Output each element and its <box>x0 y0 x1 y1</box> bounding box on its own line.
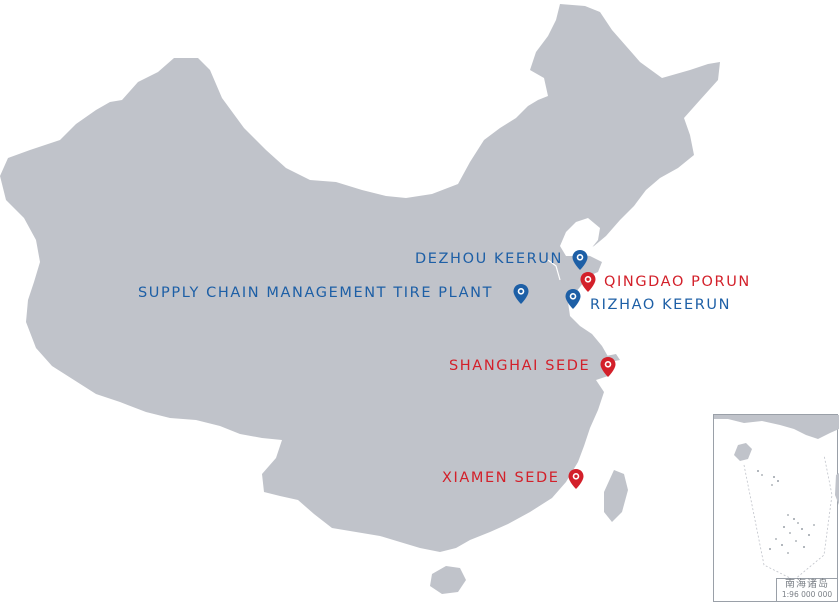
inset-scale: 1:96 000 000 <box>781 590 833 599</box>
map-pin-icon <box>568 469 584 489</box>
map-pin-icon <box>580 272 596 292</box>
inset-right-coast <box>835 473 839 505</box>
marker-label: SUPPLY CHAIN MANAGEMENT TIRE PLANT <box>138 285 494 301</box>
marker-label: SHANGHAI SEDE <box>449 358 591 374</box>
map-pin-icon <box>572 250 588 270</box>
map-pin-icon <box>600 357 616 377</box>
marker-label: QINGDAO PORUN <box>604 274 751 290</box>
marker-label: RIZHAO KEERUN <box>590 297 732 313</box>
inset-map <box>714 415 839 581</box>
inset-islands <box>757 470 815 554</box>
hainan-island <box>430 566 466 594</box>
south-china-sea-inset: 南海诸岛 1:96 000 000 <box>713 414 839 602</box>
marker-label: DEZHOU KEERUN <box>415 251 563 267</box>
inset-border <box>743 454 833 581</box>
mainland-shape <box>0 4 720 552</box>
yellow-sea <box>600 232 660 270</box>
inset-caption: 南海诸岛 1:96 000 000 <box>776 578 837 601</box>
bohai-sea <box>560 218 600 256</box>
inset-coast <box>714 415 839 439</box>
inset-hainan <box>734 443 752 461</box>
taiwan-island <box>604 470 628 522</box>
map-pin-icon <box>565 289 581 309</box>
inset-caption-title: 南海诸岛 <box>785 579 829 590</box>
map-pin-icon <box>513 284 529 304</box>
marker-label: XIAMEN SEDE <box>442 470 560 486</box>
